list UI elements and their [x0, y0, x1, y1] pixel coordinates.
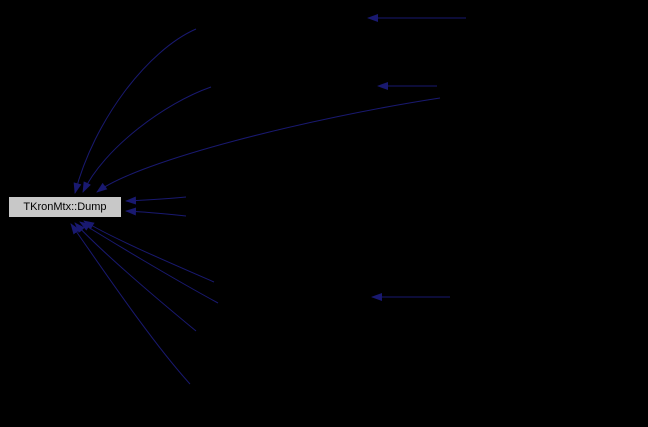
- caller-edge-right-2: [125, 207, 187, 217]
- caller-edge-top-2: [82, 86, 212, 193]
- node-tkronmtx-dump[interactable]: TKronMtx::Dump: [8, 196, 122, 218]
- caller-edge-bottom-2: [79, 221, 219, 304]
- caller-edge-bottom-1: [83, 220, 215, 283]
- caller-edge-bottom-3: [74, 222, 197, 332]
- node-label: TKronMtx::Dump: [23, 201, 107, 213]
- caller-edge-right-1: [125, 196, 187, 205]
- caller-edge-bottom-4: [70, 223, 191, 385]
- caller-edge-top-1: [73, 28, 197, 194]
- caller-edge-top-long: [96, 97, 441, 193]
